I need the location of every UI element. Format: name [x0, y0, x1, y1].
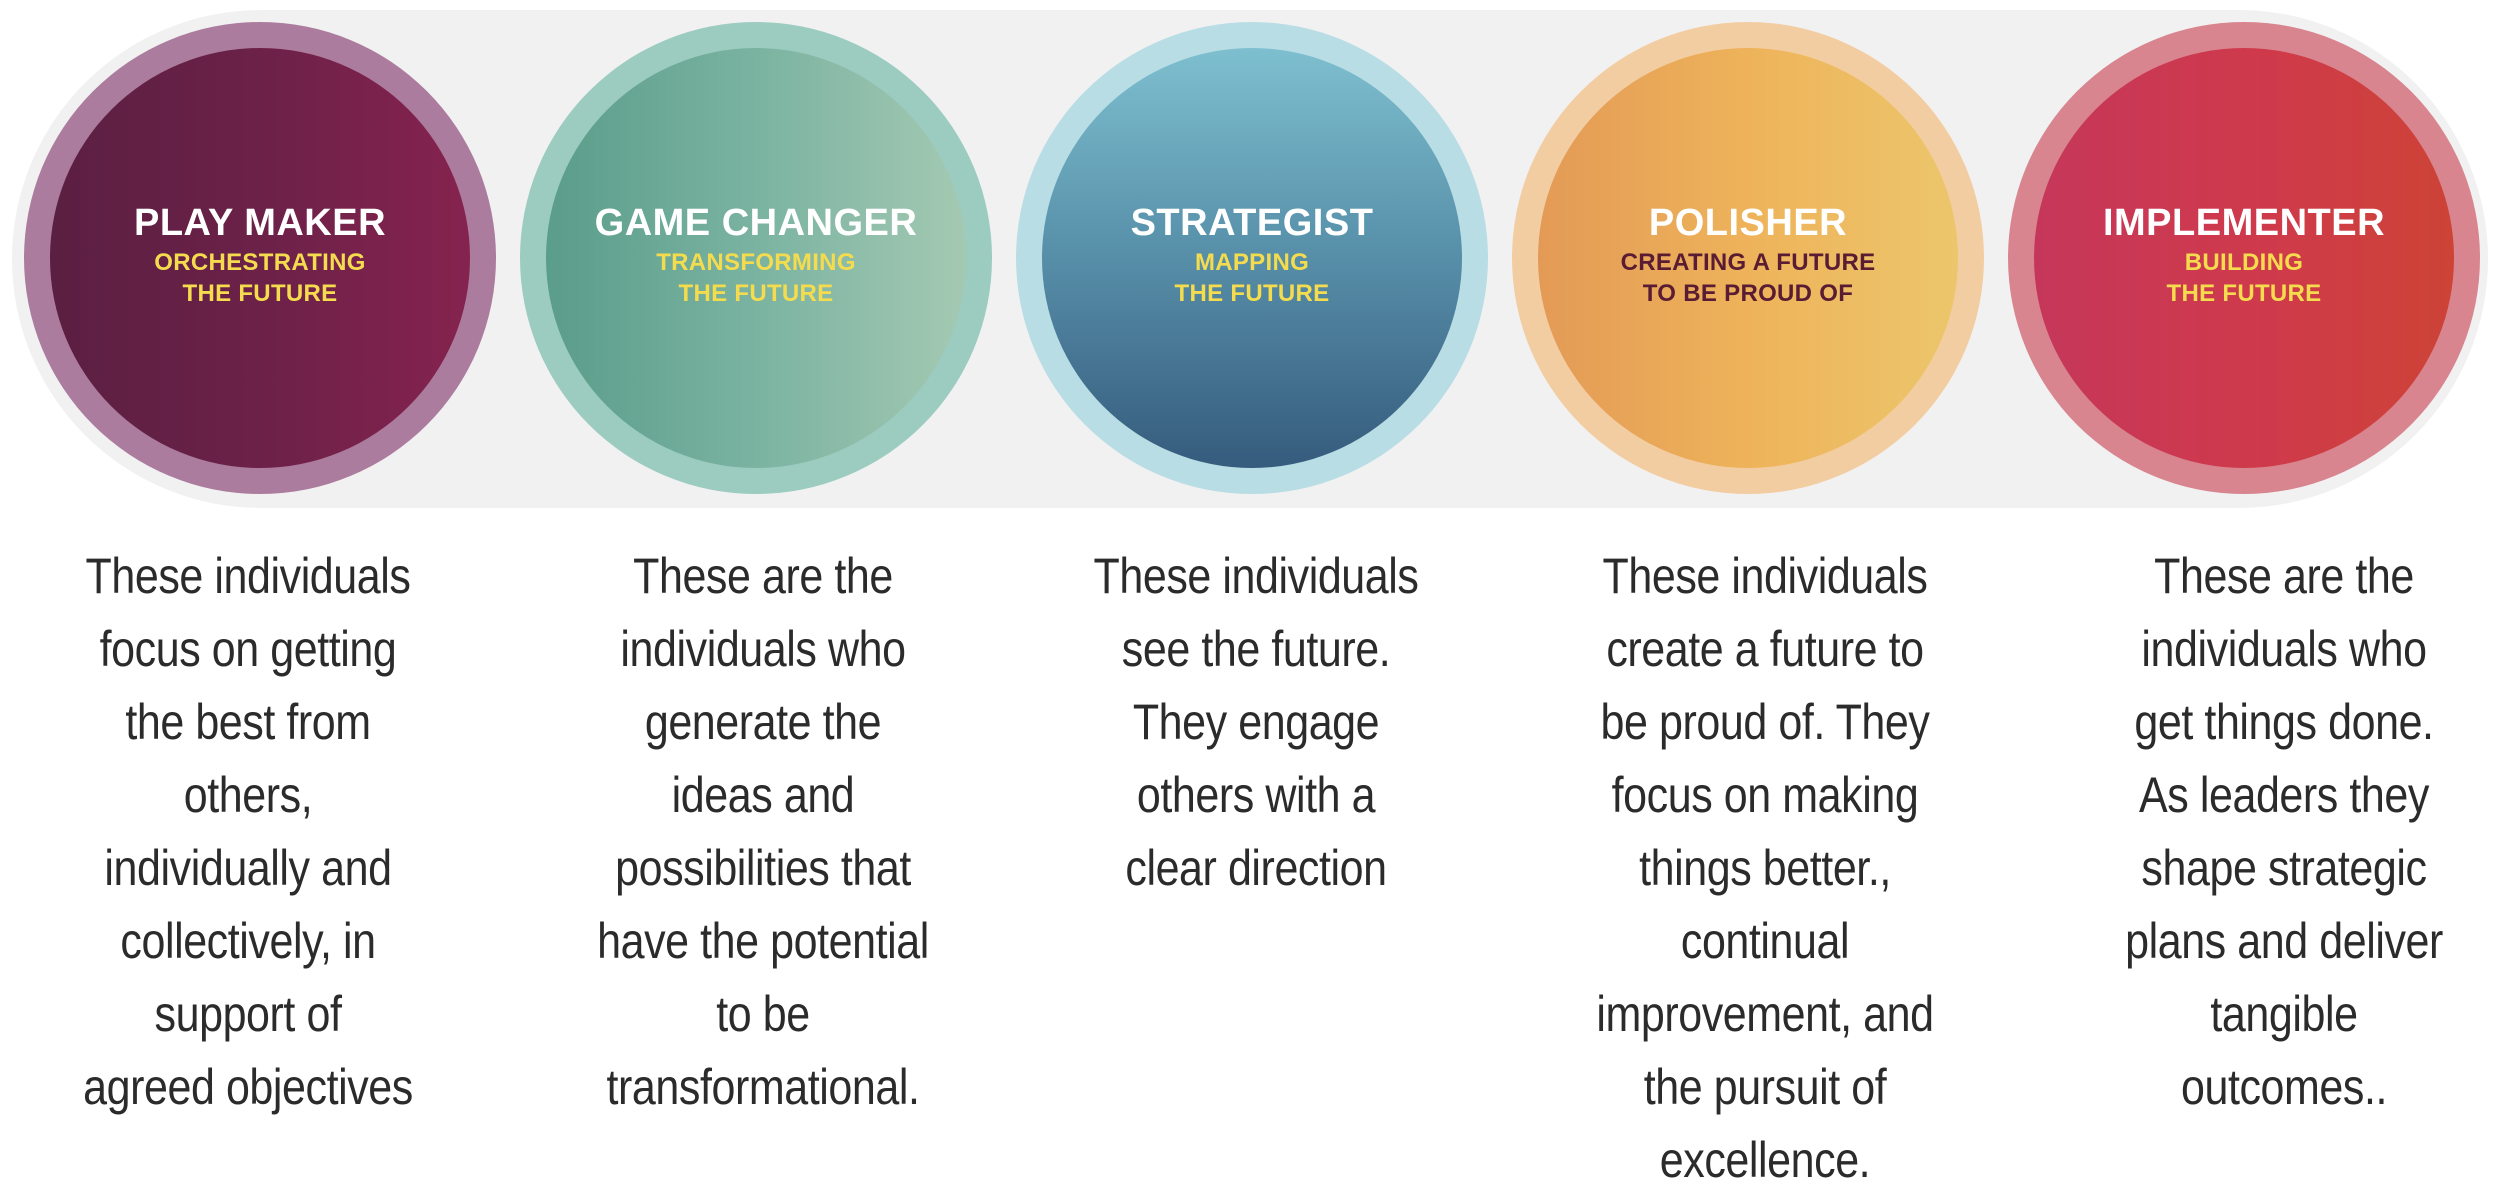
description-line: These individuals — [1602, 548, 1928, 604]
strategist-subtitle: MAPPING THE FUTURE — [1175, 247, 1330, 309]
description-line: plans and deliver — [2125, 913, 2443, 969]
description-line: see the future. — [1121, 621, 1391, 677]
description-line: These are the — [2154, 548, 2414, 604]
play-maker-circle-inner: PLAY MAKER ORCHESTRATING THE FUTURE — [50, 48, 470, 468]
description-line: These individuals — [85, 548, 411, 604]
description-line: agreed objectives — [83, 1059, 413, 1115]
description-line: excellence. — [1659, 1132, 1871, 1188]
description-line: create a future to — [1606, 621, 1924, 677]
strategist-subtitle-line-2: THE FUTURE — [1174, 280, 1330, 307]
polisher-subtitle: CREATING A FUTURE TO BE PROUD OF — [1621, 247, 1876, 309]
description-line: support of — [154, 986, 342, 1042]
play-maker-subtitle-line-2: THE FUTURE — [182, 280, 338, 307]
description-line: They engage — [1132, 694, 1380, 750]
polisher-circle: POLISHER CREATING A FUTURE TO BE PROUD O… — [1512, 22, 1984, 494]
polisher-subtitle-line-1: CREATING A FUTURE — [1620, 249, 1876, 276]
game-changer-title: GAME CHANGER — [594, 202, 918, 244]
strategist-description: These individuals see the future. They e… — [1075, 540, 1436, 905]
game-changer-subtitle: TRANSFORMING THE FUTURE — [656, 247, 856, 309]
game-changer-circle: GAME CHANGER TRANSFORMING THE FUTURE — [520, 22, 992, 494]
strategist-title: STRATEGIST — [1130, 202, 1374, 244]
polisher-title: POLISHER — [1648, 202, 1848, 244]
description-line: others with a — [1136, 767, 1376, 823]
strategist-subtitle-line-1: MAPPING — [1194, 249, 1310, 276]
strategist-circle: STRATEGIST MAPPING THE FUTURE — [1016, 22, 1488, 494]
description-line: get things done. — [2134, 694, 2434, 750]
polisher-circle-inner: POLISHER CREATING A FUTURE TO BE PROUD O… — [1538, 48, 1958, 468]
play-maker-subtitle: ORCHESTRATING THE FUTURE — [154, 247, 365, 309]
implementer-subtitle-line-2: THE FUTURE — [2166, 280, 2322, 307]
description-line: individuals who — [620, 621, 906, 677]
play-maker-circle: PLAY MAKER ORCHESTRATING THE FUTURE — [24, 22, 496, 494]
description-line: transformational. — [606, 1059, 920, 1115]
implementer-subtitle: BUILDING THE FUTURE — [2167, 247, 2322, 309]
description-line: These individuals — [1093, 548, 1419, 604]
description-line: tangible — [2210, 986, 2358, 1042]
description-line: generate the — [644, 694, 882, 750]
implementer-circle-inner: IMPLEMENTER BUILDING THE FUTURE — [2034, 48, 2454, 468]
description-line: have the potential — [597, 913, 929, 969]
description-line: These are the — [633, 548, 893, 604]
description-line: continual — [1680, 913, 1850, 969]
play-maker-title: PLAY MAKER — [133, 202, 387, 244]
description-line: As leaders they — [2139, 767, 2429, 823]
description-line: be proud of. They — [1600, 694, 1930, 750]
game-changer-subtitle-line-1: TRANSFORMING — [656, 249, 856, 276]
description-line: improvement, and — [1596, 986, 1934, 1042]
implementer-subtitle-line-1: BUILDING — [2184, 249, 2304, 276]
description-line: possibilities that — [615, 840, 911, 896]
description-line: focus on getting — [99, 621, 397, 677]
play-maker-subtitle-line-1: ORCHESTRATING — [154, 249, 366, 276]
description-line: things better., — [1639, 840, 1891, 896]
implementer-circle: IMPLEMENTER BUILDING THE FUTURE — [2008, 22, 2480, 494]
polisher-description: These individuals create a future to be … — [1584, 540, 1945, 1197]
description-line: individuals who — [2141, 621, 2427, 677]
description-line: outcomes.. — [2180, 1059, 2388, 1115]
description-line: focus on making — [1611, 767, 1919, 823]
description-line: clear direction — [1125, 840, 1387, 896]
description-line: to be — [716, 986, 810, 1042]
strategist-circle-inner: STRATEGIST MAPPING THE FUTURE — [1042, 48, 1462, 468]
game-changer-circle-inner: GAME CHANGER TRANSFORMING THE FUTURE — [546, 48, 966, 468]
description-line: individually and — [104, 840, 392, 896]
game-changer-subtitle-line-2: THE FUTURE — [678, 280, 834, 307]
description-line: collectively, in — [120, 913, 376, 969]
description-line: ideas and — [671, 767, 855, 823]
description-line: the best from — [125, 694, 371, 750]
game-changer-description: These are the individuals who generate t… — [582, 540, 943, 1124]
implementer-description: These are the individuals who get things… — [2103, 540, 2464, 1124]
description-line: shape strategic — [2141, 840, 2427, 896]
description-line: the pursuit of — [1643, 1059, 1887, 1115]
play-maker-description: These individuals focus on getting the b… — [67, 540, 428, 1124]
implementer-title: IMPLEMENTER — [2102, 202, 2386, 244]
polisher-subtitle-line-2: TO BE PROUD OF — [1642, 280, 1854, 307]
description-line: others, — [183, 767, 313, 823]
